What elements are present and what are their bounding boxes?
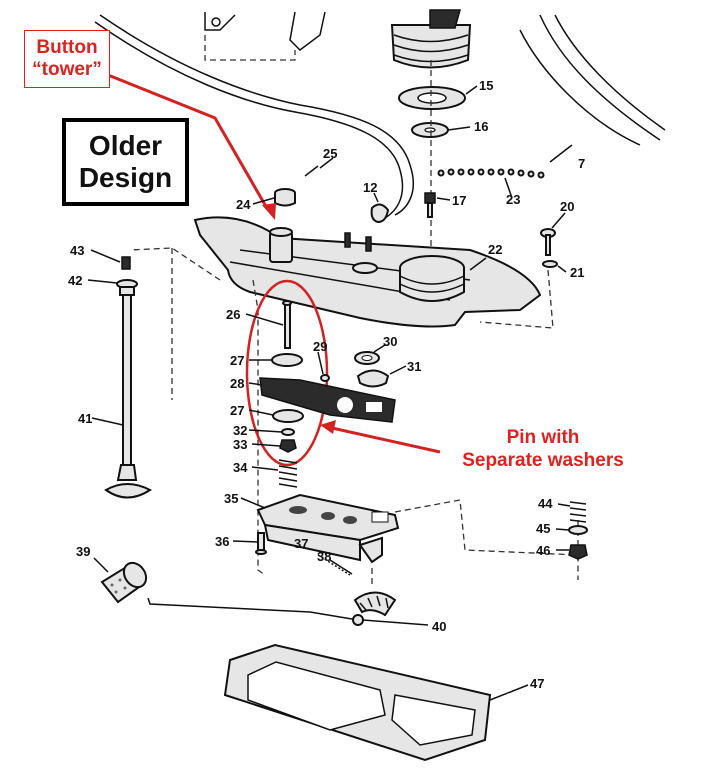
label-41: 41 (78, 411, 92, 426)
screw-20 (540, 228, 558, 268)
label-32: 32 (233, 423, 247, 438)
label-39: 39 (76, 544, 90, 559)
label-34: 34 (233, 460, 248, 475)
label-38: 38 (317, 549, 331, 564)
screw-36 (255, 532, 267, 555)
top-brackets (204, 11, 326, 61)
button-tower-line2: “tower” (32, 59, 102, 80)
label-37: 37 (294, 536, 308, 551)
spring-44 (569, 501, 587, 523)
label-27-top: 27 (230, 353, 244, 368)
cap-31 (356, 369, 390, 388)
filter-39 (100, 561, 148, 604)
label-25: 25 (323, 146, 337, 161)
nut-46 (568, 544, 588, 560)
nut-33 (279, 439, 297, 453)
label-43: 43 (70, 243, 84, 258)
label-27-bottom: 27 (230, 403, 244, 418)
button-tower-line1: Button (36, 37, 98, 58)
older-design-line1: Older (88, 130, 163, 161)
label-35: 35 (224, 491, 238, 506)
cables (94, 14, 666, 219)
label-26: 26 (226, 307, 240, 322)
label-42: 42 (68, 273, 82, 288)
label-46: 46 (536, 543, 550, 558)
bead-chain-23 (437, 168, 545, 179)
label-21: 21 (570, 265, 584, 280)
label-17: 17 (452, 193, 466, 208)
label-30: 30 (383, 334, 397, 349)
label-40: 40 (432, 619, 446, 634)
label-12: 12 (363, 180, 377, 195)
gear-assembly (390, 9, 472, 69)
clip-12 (370, 203, 390, 224)
label-24: 24 (236, 197, 251, 212)
valve-41 (104, 256, 152, 499)
older-design-label: Older Design (62, 118, 189, 206)
leader-lines (87, 85, 571, 701)
label-45: 45 (536, 521, 550, 536)
pin-38 (329, 559, 353, 575)
spring-34 (278, 459, 298, 488)
label-15: 15 (479, 78, 493, 93)
button-tower-callout: Button “tower” (24, 30, 110, 88)
label-7: 7 (578, 156, 585, 171)
ring-32 (281, 428, 295, 436)
screw-17 (424, 192, 436, 218)
pin-25 (304, 165, 319, 177)
label-44: 44 (538, 496, 553, 511)
label-16: 16 (474, 119, 488, 134)
main-housing-22 (193, 216, 542, 328)
part-29 (320, 374, 330, 382)
label-33: 33 (233, 437, 247, 452)
washer-27-bottom (272, 409, 304, 423)
button-cap-24 (274, 188, 296, 207)
label-29: 29 (313, 339, 327, 354)
valve-body-35 (256, 493, 400, 564)
label-31: 31 (407, 359, 421, 374)
label-23: 23 (506, 192, 520, 207)
pin-note-line1: Pin with (506, 427, 580, 448)
older-design-line2: Design (78, 162, 173, 193)
pin-washers-callout: Pin with Separate washers (438, 426, 648, 472)
label-47: 47 (530, 676, 544, 691)
label-36: 36 (215, 534, 229, 549)
label-20: 20 (560, 199, 574, 214)
gasket-47 (223, 643, 492, 762)
washer-27-top (271, 353, 303, 367)
lever-40 (147, 591, 397, 626)
pin-note-line2: Separate washers (462, 450, 624, 471)
highlight-ellipse (245, 279, 329, 467)
label-22: 22 (488, 242, 502, 257)
label-28: 28 (230, 376, 244, 391)
gasket-28 (259, 377, 396, 423)
pin-7 (549, 144, 573, 163)
washer-45 (568, 525, 588, 535)
pin-26 (282, 300, 292, 349)
